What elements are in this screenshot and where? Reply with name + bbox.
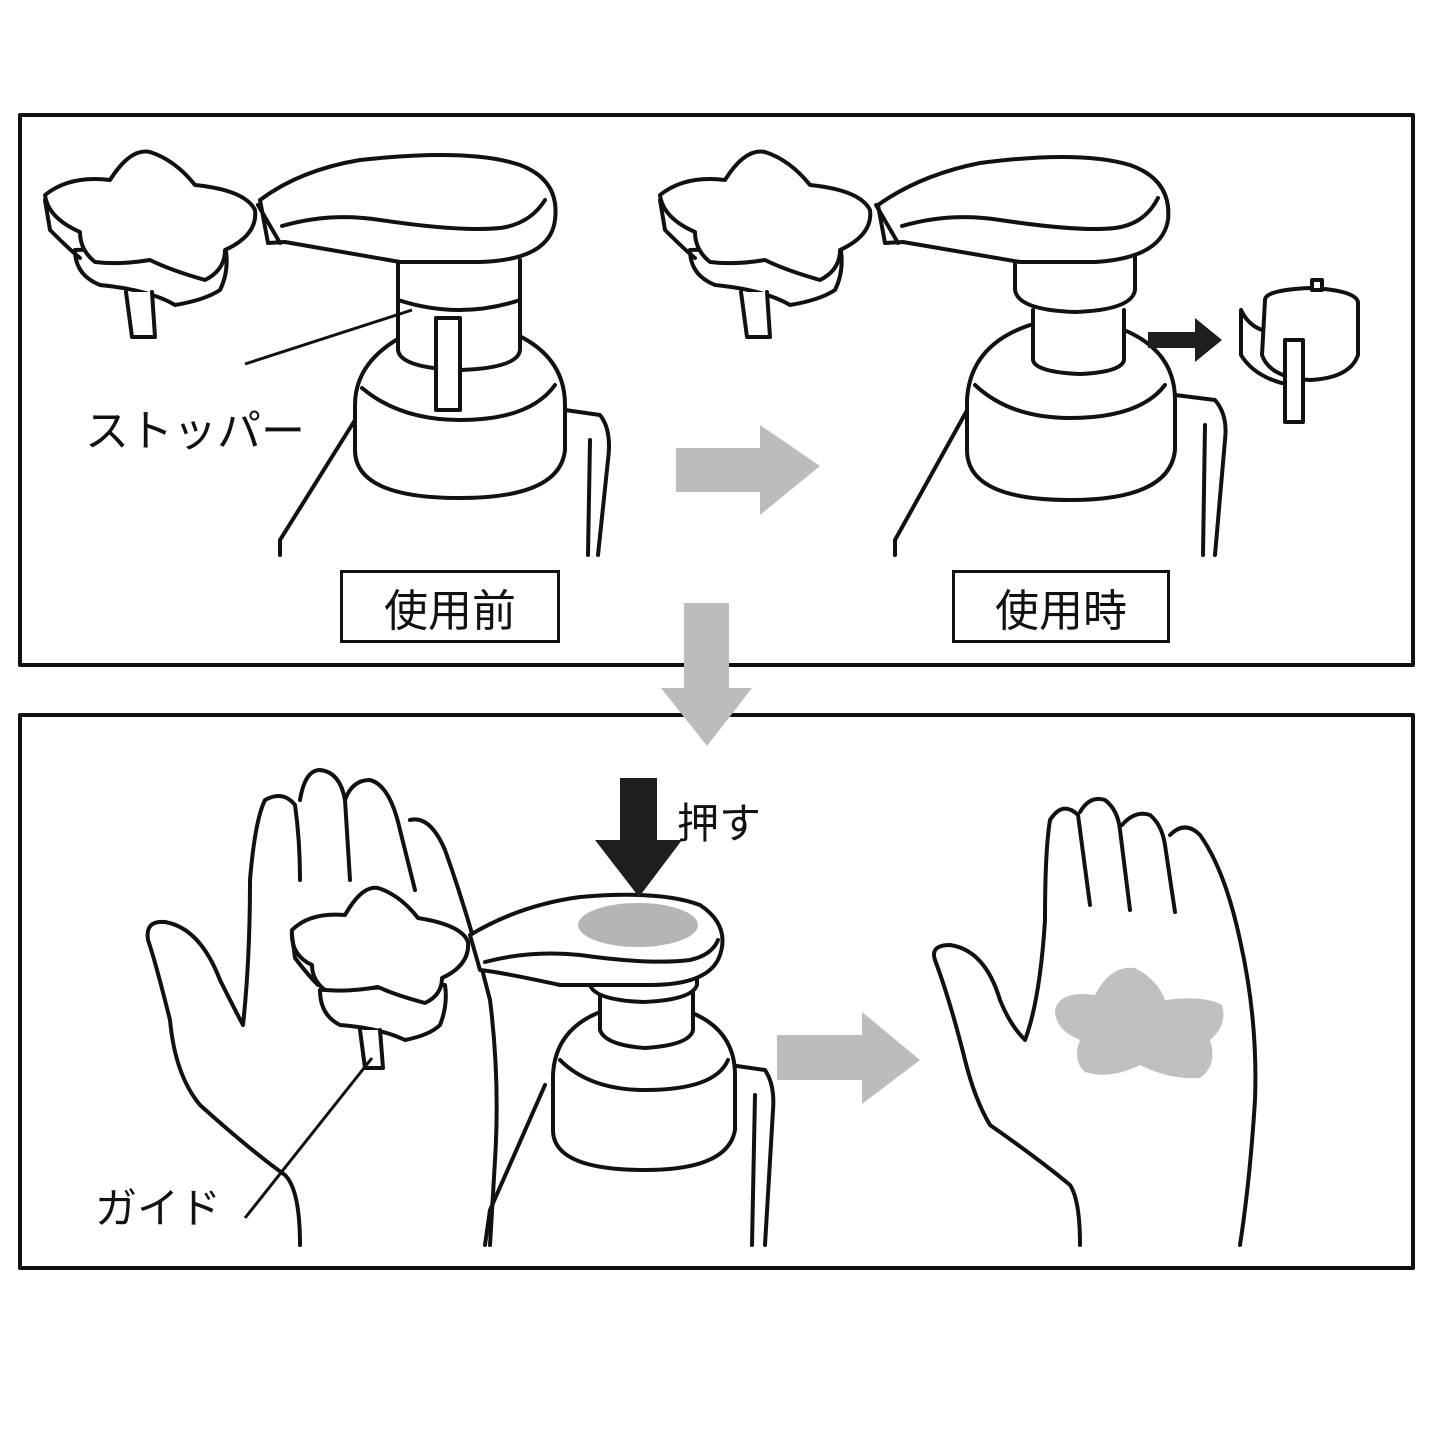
gray-right-arrow-icon xyxy=(676,425,820,515)
pump-in-use xyxy=(658,149,1360,557)
black-right-arrow-icon xyxy=(1148,318,1222,362)
in-use-caption: 使用時 xyxy=(952,570,1170,643)
stopper-callout-line xyxy=(244,308,413,366)
press-spot xyxy=(578,903,698,947)
press-label: 押す xyxy=(677,799,762,848)
before-use-text: 使用前 xyxy=(384,585,516,637)
foam-star-shape xyxy=(1055,967,1224,1079)
black-down-arrow-icon xyxy=(595,778,682,897)
pump-before-use xyxy=(43,149,611,557)
gray-right-arrow-icon xyxy=(777,1012,920,1104)
gray-down-arrow-icon xyxy=(661,603,752,746)
before-use-caption: 使用前 xyxy=(340,570,560,643)
stopper-callout-label: ストッパー xyxy=(85,406,305,457)
hand-with-foam-star xyxy=(932,796,1258,1247)
guide-callout-line xyxy=(243,1057,374,1219)
guide-callout-label: ガイド xyxy=(95,1184,222,1233)
in-use-text: 使用時 xyxy=(995,585,1127,637)
